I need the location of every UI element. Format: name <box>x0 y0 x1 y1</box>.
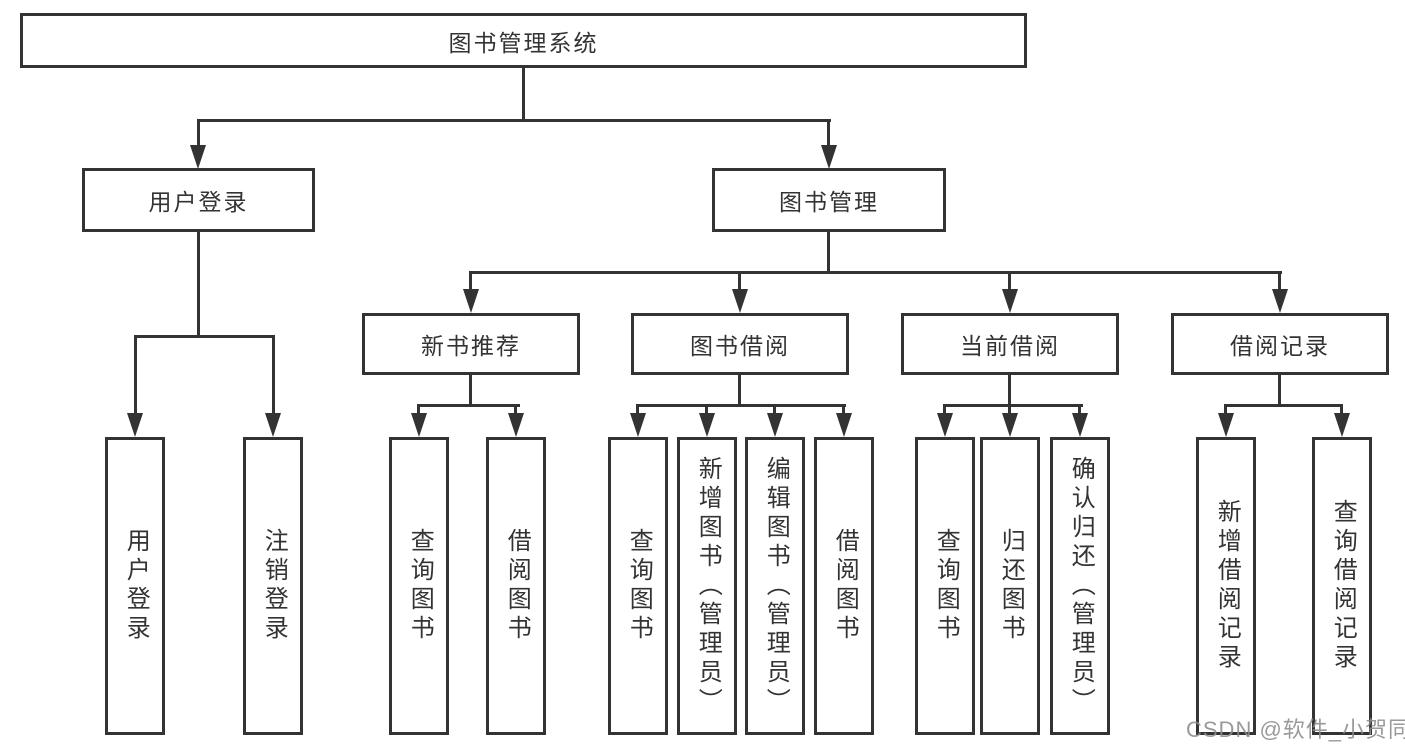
arrow-down-icon <box>699 413 715 437</box>
connector-stem <box>197 230 200 338</box>
connector-stem <box>842 404 845 415</box>
arrow-down-icon <box>411 413 427 437</box>
leaf-logout: 注销登录 <box>243 437 303 735</box>
csdn-watermark: CSDN @软件_小贺同学 <box>1186 717 1405 742</box>
arrow-down-icon <box>1002 289 1018 313</box>
connector-stem <box>1278 271 1281 293</box>
connector-stem <box>705 404 708 415</box>
node-book-borrowing: 图书借阅 <box>631 313 849 375</box>
arrow-down-icon <box>1334 413 1350 437</box>
arrow-down-icon <box>836 413 852 437</box>
connector-stem <box>134 335 137 415</box>
node-book-management: 图书管理 <box>712 168 946 232</box>
connector-rail <box>1224 404 1343 407</box>
leaf-bb-borrow-books: 借阅图书 <box>814 437 874 735</box>
arrow-down-icon <box>1002 413 1018 437</box>
connector-root-rail <box>197 119 831 122</box>
node-new-book-recommendation: 新书推荐 <box>362 313 580 375</box>
node-current-borrowing: 当前借阅 <box>901 313 1119 375</box>
leaf-bb-add-books-admin: 新增图书（管理员） <box>677 437 737 735</box>
connector-rail <box>134 335 275 338</box>
leaf-bb-edit-books-admin: 编辑图书（管理员） <box>745 437 805 735</box>
connector-stem <box>943 404 946 415</box>
arrow-down-icon <box>265 413 281 437</box>
arrow-down-icon <box>767 413 783 437</box>
leaf-br-query-record: 查询借阅记录 <box>1312 437 1372 735</box>
arrow-down-icon <box>630 413 646 437</box>
connector-rail <box>417 404 520 407</box>
arrow-down-icon <box>1272 289 1288 313</box>
arrow-down-icon <box>127 413 143 437</box>
connector-rail <box>469 271 1282 274</box>
connector-stem <box>514 404 517 415</box>
leaf-user-login: 用户登录 <box>105 437 165 735</box>
connector-stem <box>773 404 776 415</box>
connector-stem <box>636 404 639 415</box>
connector-stem <box>469 271 472 293</box>
leaf-cb-confirm-return-admin: 确认归还（管理员） <box>1050 437 1110 735</box>
connector-rail <box>943 404 1083 407</box>
connector-stem <box>1008 404 1011 415</box>
node-borrowing-records: 借阅记录 <box>1171 313 1389 375</box>
leaf-cb-return-books: 归还图书 <box>980 437 1040 735</box>
arrow-down-icon <box>937 413 953 437</box>
leaf-cb-query-books: 查询图书 <box>915 437 975 735</box>
connector-stem <box>1340 404 1343 415</box>
arrow-down-icon <box>463 289 479 313</box>
arrow-down-icon <box>508 413 524 437</box>
connector-root-stem <box>522 66 525 122</box>
leaf-nb-borrow-books: 借阅图书 <box>486 437 546 735</box>
connector-stem <box>738 372 741 407</box>
connector-stem <box>1278 372 1281 407</box>
connector-stem <box>469 372 472 407</box>
leaf-br-add-record: 新增借阅记录 <box>1196 437 1256 735</box>
connector-stem <box>738 271 741 293</box>
connector-stem <box>1008 372 1011 407</box>
arrow-down-icon <box>1218 413 1234 437</box>
connector-stem <box>272 335 275 415</box>
connector-stem <box>827 230 830 274</box>
leaf-nb-query-books: 查询图书 <box>389 437 449 735</box>
node-book-management-system: 图书管理系统 <box>20 13 1027 68</box>
arrow-down-icon <box>190 145 206 169</box>
arrow-down-icon <box>732 289 748 313</box>
arrow-down-icon <box>1072 413 1088 437</box>
connector-rail <box>636 404 846 407</box>
connector-stem <box>1078 404 1081 415</box>
node-user-login: 用户登录 <box>82 168 315 232</box>
leaf-bb-query-books: 查询图书 <box>608 437 668 735</box>
arrow-down-icon <box>821 145 837 169</box>
connector-stem <box>197 119 200 147</box>
connector-stem <box>827 119 830 147</box>
connector-stem <box>1224 404 1227 415</box>
connector-stem <box>417 404 420 415</box>
connector-stem <box>1008 271 1011 293</box>
